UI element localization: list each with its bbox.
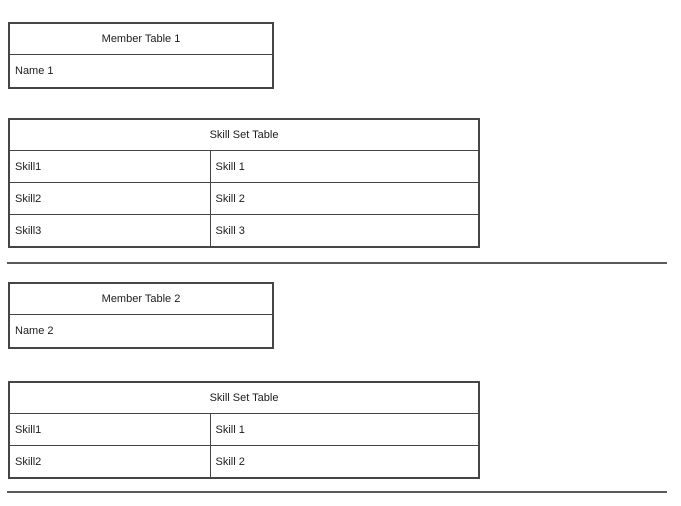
table-row: Skill1 Skill 1 <box>8 150 480 183</box>
skill-table-2-title: Skill Set Table <box>8 381 480 414</box>
skill-table-1-title: Skill Set Table <box>8 118 480 151</box>
skill-table-2: Skill Set Table Skill1 Skill 1 Skill2 Sk… <box>8 381 481 479</box>
skill-cell: Skill 1 <box>209 150 480 183</box>
member-table-1-title: Member Table 1 <box>8 22 274 55</box>
table-row: Name 2 <box>8 314 274 349</box>
table-row: Skill3 Skill 3 <box>8 214 480 248</box>
section-divider <box>7 491 667 493</box>
table-header-row: Member Table 2 <box>8 282 274 315</box>
table-row: Skill1 Skill 1 <box>8 413 480 446</box>
table-row: Skill2 Skill 2 <box>8 182 480 215</box>
skill-cell: Skill 2 <box>209 182 480 215</box>
section-divider <box>7 262 667 264</box>
skill-table-1: Skill Set Table Skill1 Skill 1 Skill2 Sk… <box>8 118 481 248</box>
table-header-row: Member Table 1 <box>8 22 274 55</box>
table-row: Skill2 Skill 2 <box>8 445 480 479</box>
member-table-1: Member Table 1 Name 1 <box>8 22 274 89</box>
member-table-2: Member Table 2 Name 2 <box>8 282 274 349</box>
skill-cell: Skill1 <box>8 150 211 183</box>
skill-cell: Skill 1 <box>209 413 480 446</box>
table-header-row: Skill Set Table <box>8 381 480 414</box>
table-header-row: Skill Set Table <box>8 118 480 151</box>
skill-cell: Skill3 <box>8 214 211 248</box>
skill-cell: Skill2 <box>8 445 211 479</box>
member-table-1-name-cell: Name 1 <box>8 54 274 89</box>
table-row: Name 1 <box>8 54 274 89</box>
skill-cell: Skill 2 <box>209 445 480 479</box>
skill-cell: Skill2 <box>8 182 211 215</box>
member-table-2-title: Member Table 2 <box>8 282 274 315</box>
member-table-2-name-cell: Name 2 <box>8 314 274 349</box>
skill-cell: Skill 3 <box>209 214 480 248</box>
skill-cell: Skill1 <box>8 413 211 446</box>
